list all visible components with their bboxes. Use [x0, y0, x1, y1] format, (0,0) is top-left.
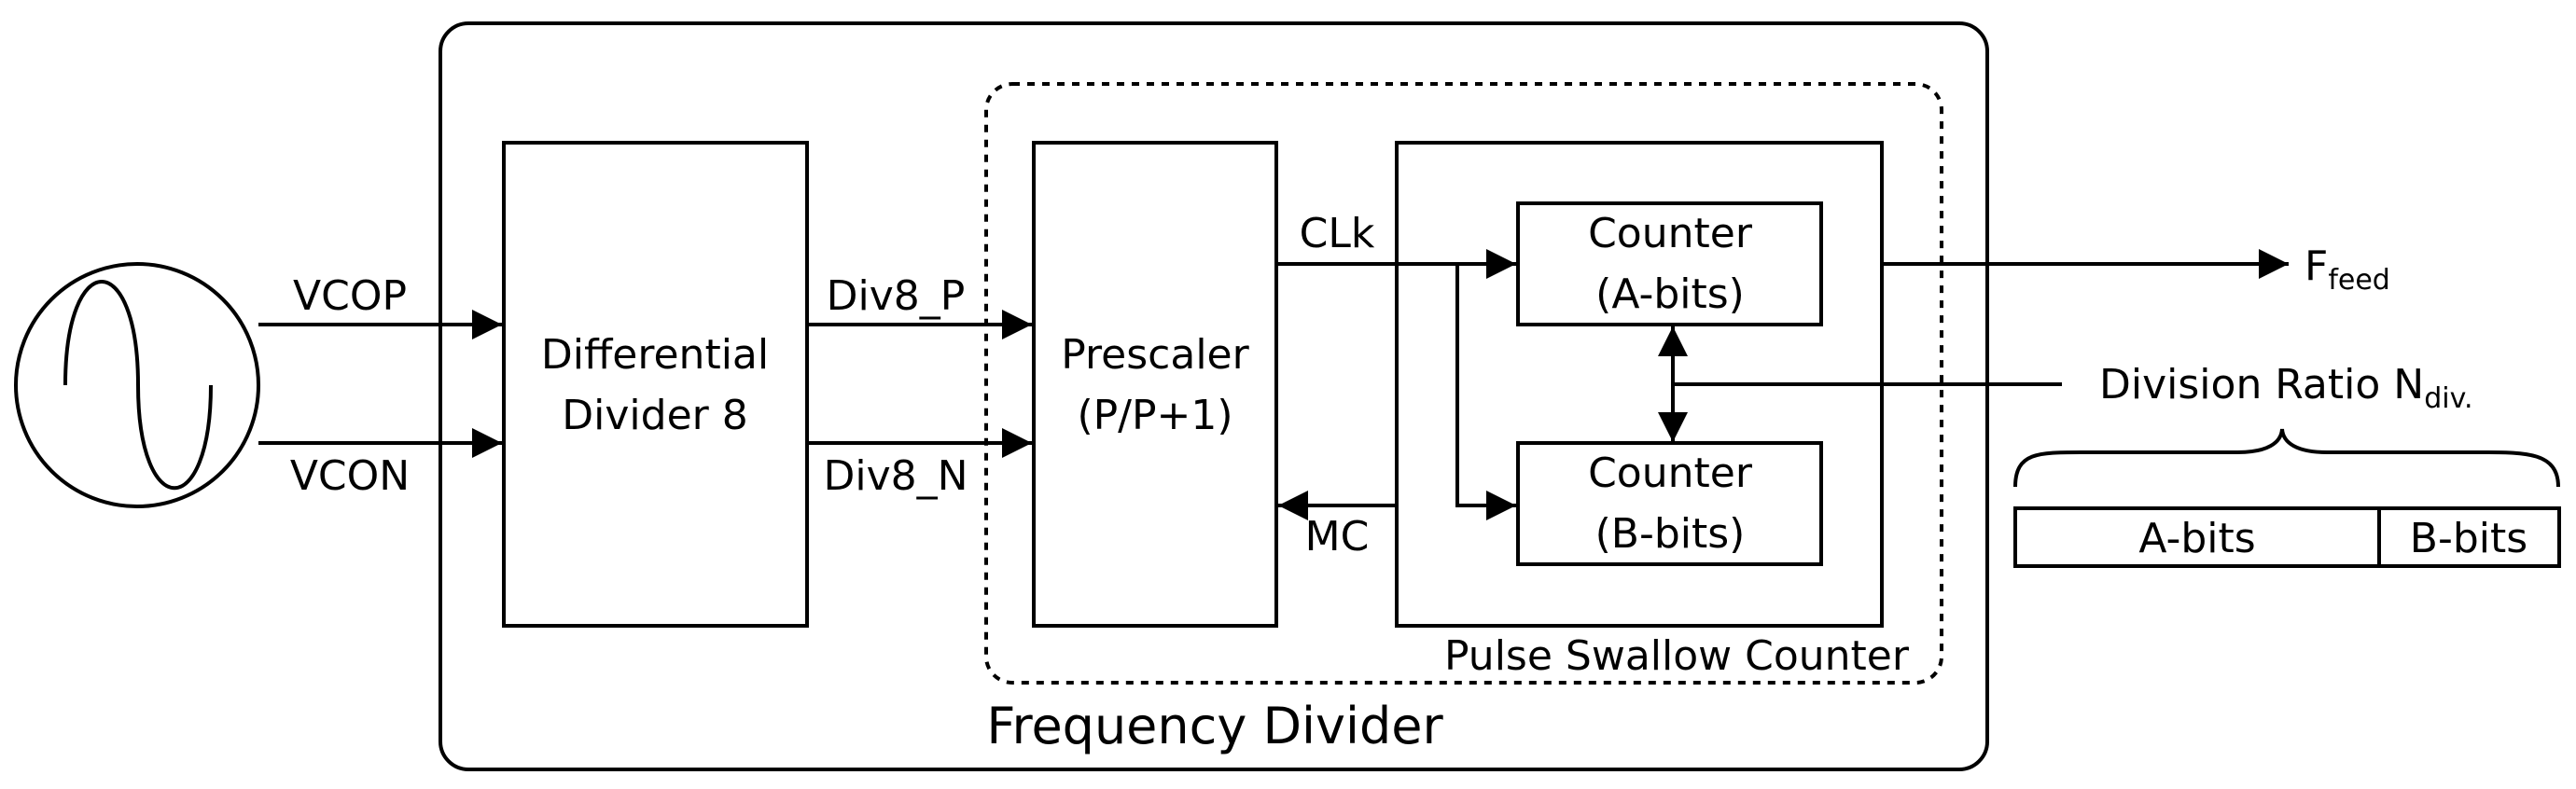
prescaler-label-1: Prescaler [1061, 331, 1249, 379]
b-bits-label: B-bits [2410, 515, 2527, 562]
vcon-label: VCON [290, 452, 410, 500]
a-bits-label: A-bits [2138, 515, 2255, 562]
prescaler-box [1032, 141, 1278, 628]
curly-brace [2013, 428, 2560, 488]
counter-a-label-1: Counter [1588, 210, 1753, 257]
frequency-divider-title: Frequency Divider [986, 697, 1443, 755]
mc-label: MC [1305, 513, 1370, 561]
differential-divider-box [502, 141, 809, 628]
clk-branch-arrow [1455, 264, 1516, 520]
counter-b-label-2: (B-bits) [1595, 510, 1746, 558]
pulse-swallow-counter-label: Pulse Swallow Counter [1444, 632, 1910, 680]
counter-b-box [1516, 441, 1823, 566]
vcop-label: VCOP [293, 272, 407, 320]
counter-b-label-1: Counter [1588, 450, 1753, 497]
frequency-divider-frame [439, 21, 1989, 771]
sine-wave-icon [63, 280, 213, 491]
clk-label: CLk [1300, 210, 1375, 257]
differential-divider-label-1: Differential [541, 331, 769, 379]
division-ratio-label: Division Ratio Ndiv. [2099, 361, 2473, 415]
prescaler-region-dashed [984, 82, 1943, 685]
output-label: Ffeed [2304, 242, 2390, 297]
a-bits-field [2013, 506, 2381, 568]
counter-a-label-2: (A-bits) [1595, 270, 1745, 318]
prescaler-label-2: (P/P+1) [1077, 392, 1232, 439]
div8-n-label: Div8_N [823, 452, 968, 500]
differential-divider-label-2: Divider 8 [562, 392, 747, 439]
vco-source [14, 262, 260, 508]
b-bits-field [2377, 506, 2561, 568]
div8-p-label: Div8_P [827, 272, 966, 320]
counter-a-box [1516, 201, 1823, 326]
